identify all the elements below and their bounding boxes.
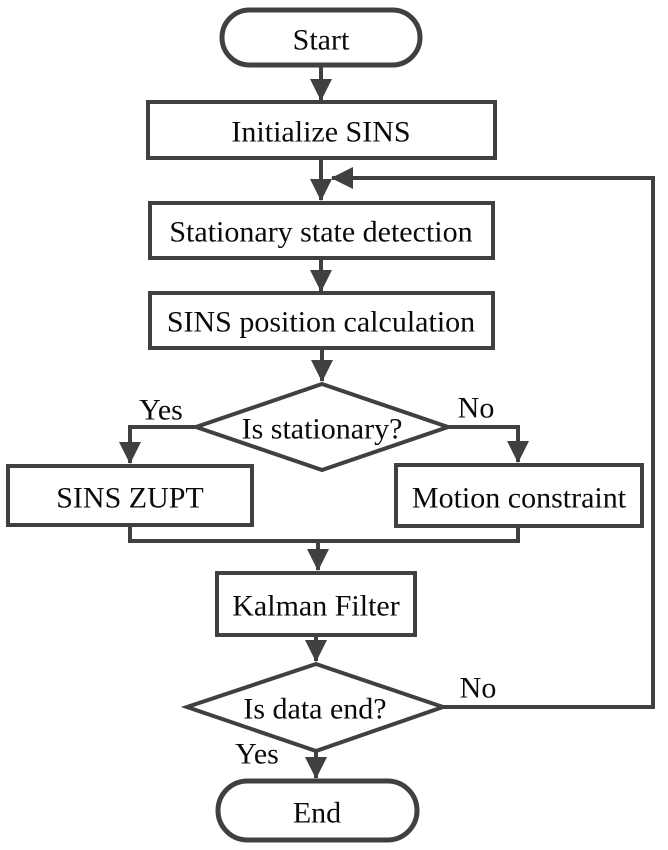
node-start: Start (219, 7, 423, 68)
motion-constraint-label: Motion constraint (412, 482, 627, 515)
node-is-stationary: Is stationary? (189, 381, 455, 473)
edges (119, 65, 655, 779)
stationary-state-detection-shape (148, 201, 495, 260)
edge-is-stationary-no-to-motion (448, 425, 529, 463)
start-label: Start (293, 24, 350, 57)
is-stationary-shape (189, 381, 455, 473)
is-stationary-label: Is stationary? (242, 413, 403, 446)
node-sins-position-calculation: SINS position calculation (148, 291, 495, 350)
start-shape (219, 7, 423, 68)
node-end: End (215, 778, 420, 843)
node-motion-constraint: Motion constraint (394, 463, 644, 528)
initialize-sins-label: Initialize SINS (231, 116, 410, 149)
end-shape (215, 778, 420, 843)
node-stationary-state-detection: Stationary state detection (148, 201, 495, 260)
sins-zupt-label: SINS ZUPT (56, 482, 204, 515)
kalman-filter-label: Kalman Filter (232, 590, 399, 623)
edge-label-is-data-end-yes: Yes (235, 738, 279, 771)
sins-position-calculation-shape (148, 291, 495, 350)
edge-feedback-loop (331, 167, 655, 709)
edge-labels: Yes No No Yes (139, 392, 496, 771)
node-is-data-end: Is data end? (180, 661, 450, 754)
node-sins-zupt: SINS ZUPT (6, 464, 254, 527)
nodes: Start Initialize SINS Stationary state d… (6, 7, 644, 843)
sins-zupt-shape (6, 464, 254, 527)
end-label: End (293, 797, 341, 830)
node-initialize-sins: Initialize SINS (146, 100, 497, 160)
edge-label-is-stationary-yes: Yes (139, 394, 183, 427)
stationary-state-detection-label: Stationary state detection (169, 216, 472, 249)
edge-label-is-data-end-no: No (460, 672, 497, 705)
edge-is-stationary-yes-to-zupt (119, 425, 196, 464)
node-kalman-filter: Kalman Filter (215, 571, 417, 637)
sins-position-calculation-label: SINS position calculation (167, 306, 475, 339)
is-data-end-label: Is data end? (243, 693, 386, 726)
is-data-end-shape (180, 661, 450, 754)
motion-constraint-shape (394, 463, 644, 528)
initialize-sins-shape (146, 100, 497, 160)
edge-merge-bar (128, 525, 520, 543)
kalman-filter-shape (215, 571, 417, 637)
edge-label-is-stationary-no: No (458, 392, 495, 425)
